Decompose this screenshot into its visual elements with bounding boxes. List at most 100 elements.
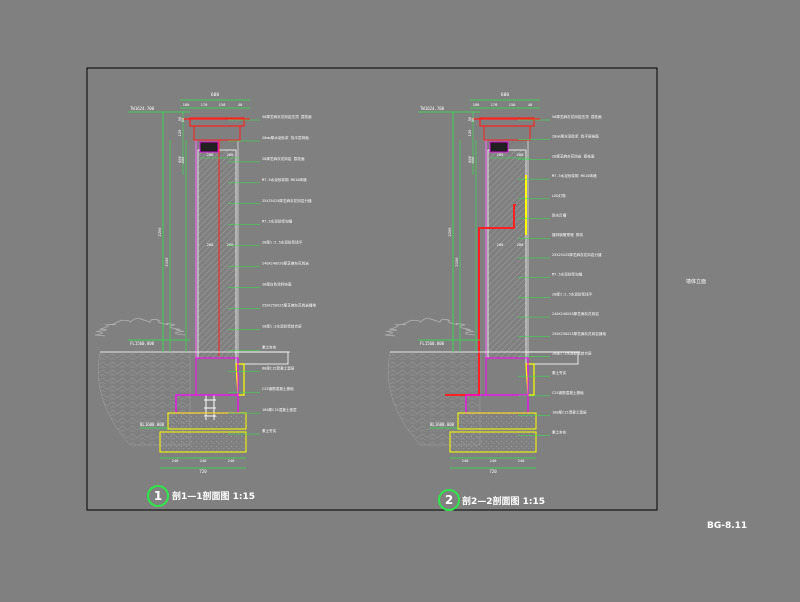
paving-slab <box>235 351 289 365</box>
construction-note: 25X25X25厚芝麻灰花岗岩分缝 <box>262 198 312 203</box>
soil-edge <box>235 363 245 396</box>
construction-note: 100厚C15混凝土垫层 <box>552 410 587 415</box>
construction-note: 20厚芝麻灰花岗岩 荔枝面 <box>262 156 305 161</box>
construction-note: 20mm厚水泥砂浆 找平层抹面 <box>262 135 309 140</box>
construction-note: C25钢筋混凝土基础 <box>552 390 584 395</box>
dim-inner: 200 <box>227 152 235 157</box>
dim-inner: 200 <box>517 242 525 247</box>
construction-note: 250X250X25厚芝麻灰花岗岩铺地 <box>262 302 316 307</box>
dim-inner: 200 <box>207 242 215 247</box>
dim-inner: 200 <box>227 242 235 247</box>
dim-vertical-text: 50 <box>470 117 475 122</box>
dim-cap-width: 170 <box>491 102 499 107</box>
dim-base-text: 240 <box>200 458 208 463</box>
blinding-layer <box>159 431 247 453</box>
drawing-frame <box>86 67 658 511</box>
dim-vertical-text: 2150 <box>454 257 459 267</box>
dim-cap-width: 40 <box>528 102 533 107</box>
dim-cap-width: 150 <box>219 102 227 107</box>
bottom-level-label: BL1600.000 <box>140 422 165 427</box>
blinding-layer <box>449 431 537 453</box>
dim-vertical-text: 50 <box>177 116 182 121</box>
construction-note: 240X240X20厚芝麻灰花岗岩 <box>552 311 599 316</box>
construction-note: 素土夯实 <box>552 370 567 375</box>
dim-base-total-text: 720 <box>489 469 497 474</box>
dim-vertical-text: 400 <box>467 155 472 163</box>
dim-base-total-text: 720 <box>199 469 207 474</box>
dim-overall-width: 600 <box>501 92 509 98</box>
footing-base <box>167 412 247 430</box>
construction-note: 20mm厚水泥砂浆 找平层抹面 <box>552 134 599 139</box>
construction-note: 240X240X20厚芝麻灰花岗岩 <box>262 261 309 266</box>
construction-note: M7.5水泥砂浆勾缝 <box>262 219 293 224</box>
dim-cap-width: 180 <box>183 102 191 107</box>
paving-hatch <box>387 351 481 446</box>
dim-base-text: 240 <box>172 458 180 463</box>
dim-base-text: 240 <box>228 458 236 463</box>
construction-note: 100厚C15混凝土垫层 <box>262 407 297 412</box>
dim-cap-width: 150 <box>509 102 517 107</box>
construction-note: 50厚芝麻灰花岗岩压顶 荔枝面 <box>552 114 602 119</box>
construction-note: M7.5水泥砂浆勾缝 <box>552 272 583 277</box>
dim-cap-width: 180 <box>473 102 481 107</box>
cap-block <box>193 125 241 141</box>
dim-vertical-text: 50 <box>467 116 472 121</box>
dim-vertical-text: 120 <box>177 129 182 137</box>
section-2-number-badge: 2 <box>438 489 460 511</box>
brick-wall <box>487 149 527 359</box>
dim-vertical-text: 50 <box>180 117 185 122</box>
rebar-cage <box>204 395 216 420</box>
dim-base-text: 240 <box>518 458 526 463</box>
brick-wall <box>197 149 237 359</box>
light-box <box>489 141 509 153</box>
paving-hatch <box>97 351 191 446</box>
shrub-outline <box>94 317 186 337</box>
shrub-outline <box>384 317 476 337</box>
dim-vertical-text: 400 <box>180 156 185 164</box>
bottom-level-label: BL1600.000 <box>430 422 455 427</box>
construction-note: 25X25X25厚芝麻灰花岗岩分缝 <box>552 252 602 257</box>
dim-inner: 200 <box>497 152 505 157</box>
construction-note: 20厚白色涂料饰面 <box>262 282 292 287</box>
ground-level-label: FL1560.800 <box>420 341 445 346</box>
dim-cap-width: 40 <box>238 102 243 107</box>
construction-note: LED灯带 <box>552 193 566 198</box>
dim-vertical-text: 2200 <box>447 227 452 237</box>
dim-base-text: 240 <box>462 458 470 463</box>
light-box <box>199 141 219 153</box>
dim-inner: 200 <box>207 152 215 157</box>
dim-vertical-text: 2200 <box>157 227 162 237</box>
construction-note: 50厚芝麻灰花岗岩压顶 荔枝面 <box>262 114 312 119</box>
construction-note: M7.5水泥砂浆砌 MU10砖墙 <box>552 173 597 178</box>
construction-note: 20厚芝麻灰花岗岩 荔枝面 <box>552 153 595 158</box>
section-1-1: 600 180 170 150 40 200 200 200 200 TW1624.700FL15… <box>94 92 316 474</box>
construction-note: 防水灯槽 <box>552 213 567 218</box>
cap-block <box>483 125 531 141</box>
dim-inner: 200 <box>497 242 505 247</box>
dim-vertical-text: 120 <box>467 129 472 137</box>
dim-cap-width: 170 <box>201 102 209 107</box>
section-1-number-badge: 1 <box>147 485 169 507</box>
construction-note: M7.5水泥砂浆砌 MU10砖墙 <box>262 177 307 182</box>
construction-note: 镀锌钢管预埋 穿线 <box>552 232 583 237</box>
soil-edge <box>525 363 535 396</box>
construction-note: 素土夯实 <box>552 429 567 434</box>
construction-note: 20厚1:2.5水泥砂浆找平 <box>552 291 593 296</box>
dim-inner: 200 <box>517 152 525 157</box>
dim-vertical-text: 400 <box>177 155 182 163</box>
dim-vertical-text: 2150 <box>164 257 169 267</box>
construction-note: 素土夯实 <box>262 428 277 433</box>
top-level-label: TW1624.700 <box>130 106 155 111</box>
construction-note: 250X250X25厚芝麻灰花岗岩铺地 <box>552 331 606 336</box>
section-2-title: 剖2—2剖面图 1:15 <box>462 497 546 507</box>
side-note: 墙体立面 <box>686 279 707 285</box>
footing-stem <box>485 357 529 396</box>
construction-note: 20厚1:2.5水泥砂浆找平 <box>262 240 303 245</box>
construction-note: 素土夯实 <box>262 344 277 349</box>
dim-overall-width: 600 <box>211 92 219 98</box>
ground-level-label: FL1560.800 <box>130 341 155 346</box>
section-1-title: 剖1—1剖面图 1:15 <box>172 492 256 502</box>
construction-note: C25钢筋混凝土基础 <box>262 386 294 391</box>
